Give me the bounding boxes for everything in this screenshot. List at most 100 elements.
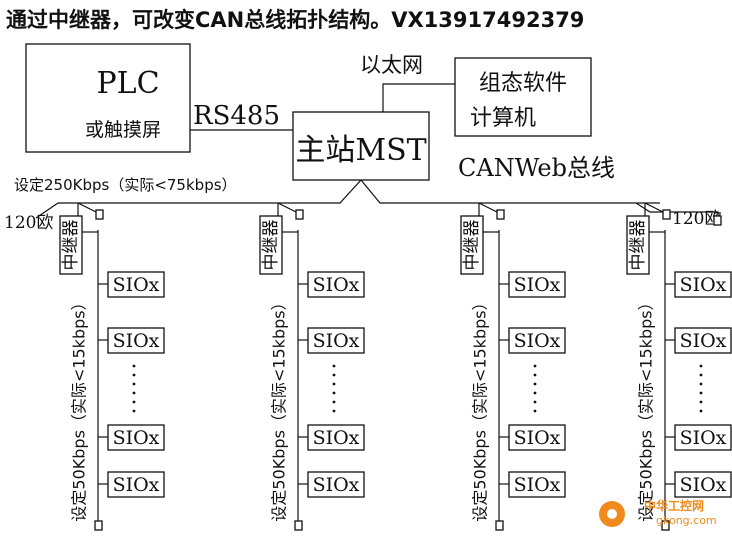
ellipsis-dot <box>132 364 136 368</box>
terminator-left-label: 120欧 <box>4 213 53 233</box>
sio-box <box>674 471 732 498</box>
sio-box <box>307 271 365 298</box>
plc-label: PLC <box>96 66 159 101</box>
sio-box <box>508 271 566 298</box>
bus-stub-cap <box>496 209 505 220</box>
config-pc-box <box>454 57 592 137</box>
sio-label: SIOx <box>113 330 160 352</box>
ellipsis-dot <box>533 364 537 368</box>
ellipsis-dot <box>699 391 703 395</box>
ellipsis-dot <box>699 382 703 386</box>
ellipsis-dot <box>533 391 537 395</box>
ellipsis-dot <box>332 382 336 386</box>
sio-label: SIOx <box>514 474 561 496</box>
ellipsis-dot <box>132 409 136 413</box>
repeater-label: 中继器 <box>628 220 648 271</box>
sio-box <box>508 471 566 498</box>
sio-label: SIOx <box>680 330 727 352</box>
canweb-bus-label: CANWeb总线 <box>458 154 615 182</box>
sub-bus-cap <box>495 520 504 531</box>
sio-label: SIOx <box>113 427 160 449</box>
branch-speed-setting: 设定50Kbps（实际<15kbps） <box>70 294 89 521</box>
sio-label: SIOx <box>113 474 160 496</box>
sio-label: SIOx <box>313 427 360 449</box>
ellipsis-dot <box>533 400 537 404</box>
sio-label: SIOx <box>313 330 360 352</box>
sio-box <box>107 271 165 298</box>
sio-box <box>508 424 566 451</box>
repeater-label: 中继器 <box>462 220 482 271</box>
branch-speed-setting: 设定50Kbps（实际<15kbps） <box>270 294 289 521</box>
ellipsis-dot <box>332 400 336 404</box>
ellipsis-dot <box>699 373 703 377</box>
terminator-right-cap <box>713 215 722 226</box>
ellipsis-dot <box>132 373 136 377</box>
terminator-right-label: 120欧 <box>672 209 721 229</box>
ethernet-link <box>382 83 455 112</box>
sub-bus-cap <box>294 520 303 531</box>
sio-label: SIOx <box>680 427 727 449</box>
sio-box <box>307 327 365 354</box>
sio-label: SIOx <box>514 330 561 352</box>
ellipsis-dot <box>699 400 703 404</box>
sio-box <box>307 424 365 451</box>
sio-label: SIOx <box>313 274 360 296</box>
sio-label: SIOx <box>680 274 727 296</box>
watermark: 中华工控网 gkong.com <box>599 498 717 527</box>
repeater-box <box>259 215 283 275</box>
sio-box <box>508 327 566 354</box>
plc-sublabel: 或触摸屏 <box>85 119 161 141</box>
bus-right-segment <box>360 179 660 204</box>
sio-label: SIOx <box>680 474 727 496</box>
sub-bus-cap <box>94 520 103 531</box>
ellipsis-dot <box>132 400 136 404</box>
sub-bus-cap <box>661 520 670 531</box>
sio-box <box>674 271 732 298</box>
sio-box <box>107 424 165 451</box>
repeater-branches: 中继器设定50Kbps（实际<15kbps）SIOxSIOxSIOxSIOx中继… <box>59 202 732 531</box>
master-station-label: 主站MST <box>295 133 426 168</box>
bus-stub-cap <box>295 209 304 220</box>
ellipsis-dot <box>332 409 336 413</box>
branch-speed-setting: 设定50Kbps（实际<15kbps） <box>471 294 490 521</box>
repeater-box <box>460 215 484 275</box>
bus-stub-cap <box>662 209 671 220</box>
ellipsis-dot <box>132 391 136 395</box>
config-pc-sublabel: 计算机 <box>470 106 536 131</box>
gear-icon-hub <box>607 509 617 519</box>
rs485-label: RS485 <box>193 101 280 131</box>
sio-label: SIOx <box>514 274 561 296</box>
sio-label: SIOx <box>313 474 360 496</box>
plc-box <box>25 43 191 153</box>
repeater-box <box>626 215 650 275</box>
ellipsis-dot <box>332 391 336 395</box>
repeater-label: 中继器 <box>261 220 281 271</box>
bus-left-segment <box>58 179 362 204</box>
diagram-title: 通过中继器，可改变CAN总线拓扑结构。VX13917492379 <box>6 8 584 32</box>
sio-box <box>307 471 365 498</box>
ethernet-label: 以太网 <box>360 53 423 77</box>
sio-label: SIOx <box>113 274 160 296</box>
ellipsis-dot <box>699 364 703 368</box>
watermark-url: gkong.com <box>656 514 717 527</box>
sio-box <box>674 327 732 354</box>
ellipsis-dot <box>132 382 136 386</box>
terminator-right-link <box>635 202 719 216</box>
repeater-label: 中继器 <box>61 220 81 271</box>
ellipsis-dot <box>533 373 537 377</box>
ellipsis-dot <box>699 409 703 413</box>
ellipsis-dot <box>533 382 537 386</box>
ellipsis-dot <box>332 373 336 377</box>
terminator-left-link <box>35 202 59 219</box>
repeater-box <box>59 215 83 275</box>
ellipsis-dot <box>533 409 537 413</box>
bus-stub-cap <box>95 209 104 220</box>
sio-box <box>107 471 165 498</box>
ellipsis-dot <box>332 364 336 368</box>
config-pc-label: 组态软件 <box>479 71 567 96</box>
sio-box <box>674 424 732 451</box>
sio-label: SIOx <box>514 427 561 449</box>
sio-box <box>107 327 165 354</box>
watermark-brand: 中华工控网 <box>644 498 704 513</box>
